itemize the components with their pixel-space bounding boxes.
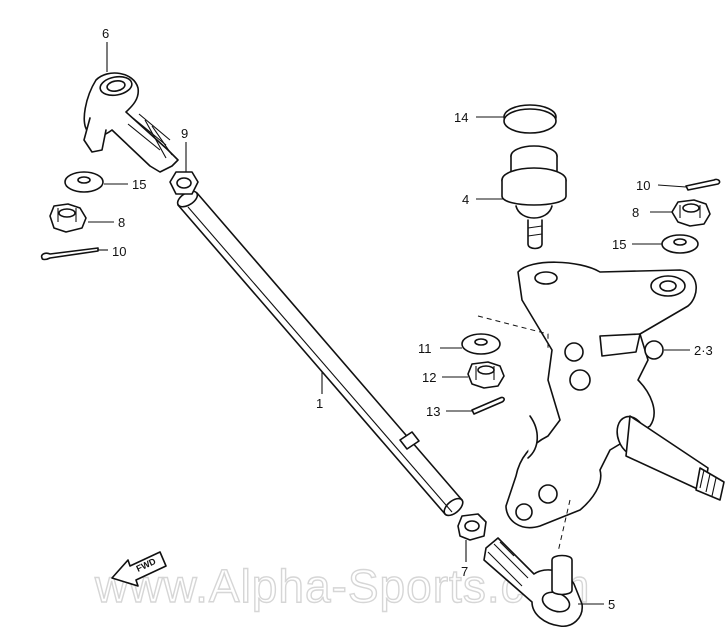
fwd-direction-badge: FWD bbox=[111, 551, 167, 587]
tie-rod-end-left[interactable] bbox=[83, 72, 179, 173]
callout-14: 14 bbox=[454, 110, 468, 125]
callout-7: 7 bbox=[461, 564, 468, 579]
callout-12: 12 bbox=[422, 370, 436, 385]
leader-lines bbox=[88, 42, 690, 605]
callout-labels: 6 9 15 8 10 1 14 4 10 8 15 2·3 11 12 13 … bbox=[102, 26, 713, 612]
callout-6: 6 bbox=[102, 26, 109, 41]
knuckle-spindle bbox=[616, 415, 725, 501]
steering-knuckle[interactable] bbox=[505, 261, 697, 529]
snap-ring[interactable] bbox=[503, 104, 557, 134]
callout-15-right: 15 bbox=[612, 237, 626, 252]
cotter-pin-left[interactable] bbox=[40, 247, 99, 261]
ball-joint[interactable] bbox=[501, 145, 567, 250]
castle-nut-12[interactable] bbox=[467, 361, 505, 389]
cotter-pin-right[interactable] bbox=[685, 178, 721, 191]
callout-2-3: 2·3 bbox=[694, 343, 713, 358]
callout-11: 11 bbox=[418, 341, 432, 356]
callout-4: 4 bbox=[462, 192, 469, 207]
callout-13: 13 bbox=[426, 404, 440, 419]
cotter-pin-13[interactable] bbox=[471, 396, 505, 415]
callout-8-right: 8 bbox=[632, 205, 639, 220]
nut-7[interactable] bbox=[457, 513, 487, 541]
nut-9[interactable] bbox=[169, 171, 199, 195]
washer-11[interactable] bbox=[461, 333, 501, 355]
callout-5: 5 bbox=[608, 597, 615, 612]
castle-nut-left[interactable] bbox=[49, 203, 87, 233]
callout-10-right: 10 bbox=[636, 178, 650, 193]
washer-right[interactable] bbox=[661, 234, 699, 254]
callout-10-left: 10 bbox=[112, 244, 126, 259]
callout-1: 1 bbox=[316, 396, 323, 411]
castle-nut-right[interactable] bbox=[671, 199, 711, 227]
tie-rod-tube[interactable] bbox=[175, 188, 466, 519]
callout-15-left: 15 bbox=[132, 177, 146, 192]
callout-8-left: 8 bbox=[118, 215, 125, 230]
tie-rod-end-right[interactable] bbox=[483, 537, 583, 628]
callout-9: 9 bbox=[181, 126, 188, 141]
reference-lines bbox=[477, 315, 571, 553]
washer-left[interactable] bbox=[64, 171, 104, 193]
